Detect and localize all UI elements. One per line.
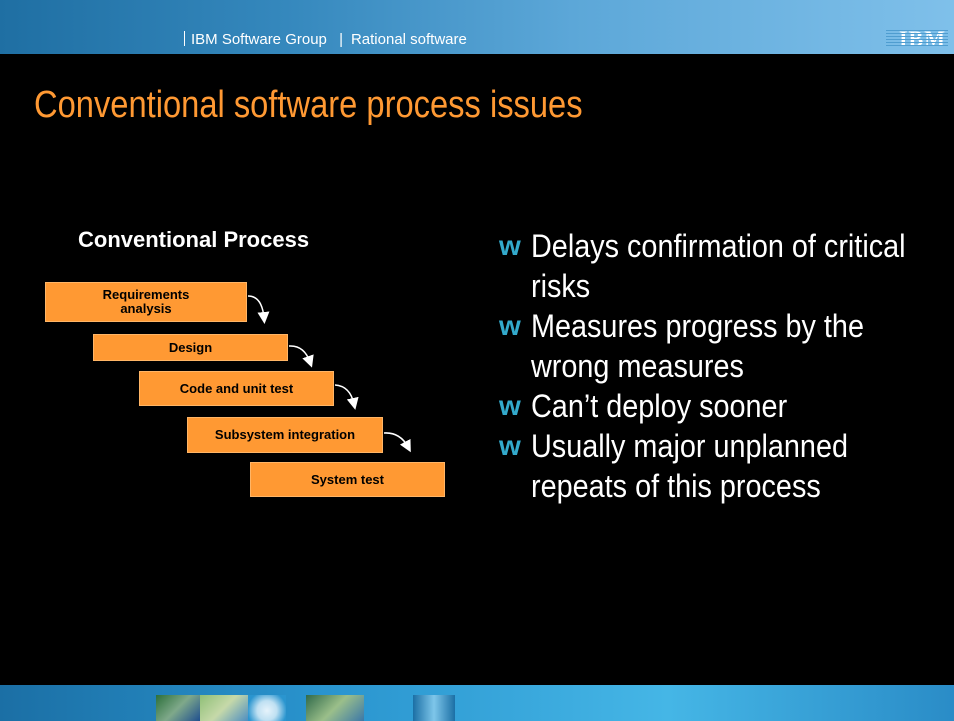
flow-arrow-3 <box>334 384 359 410</box>
bullet-text: Measures progress by the wrong measures <box>531 308 864 384</box>
step-subsystem-integration: Subsystem integration <box>187 417 383 453</box>
header-left-separator <box>184 31 185 46</box>
diagram-title: Conventional Process <box>78 227 310 252</box>
step-label: Code and unit test <box>179 380 294 396</box>
header-text: IBM Software Group | Rational software <box>178 31 467 48</box>
footer-image-tile <box>200 695 248 721</box>
flow-arrow-4 <box>383 432 411 453</box>
slide-title: Conventional software process issues <box>34 84 583 126</box>
header-bar: IBM Software Group | Rational software IB… <box>0 0 954 54</box>
bullet-text: Can’t deploy sooner <box>531 388 788 424</box>
footer-image-tile <box>413 695 455 721</box>
footer-image-tile <box>248 695 286 721</box>
flow-arrow-2 <box>288 345 314 368</box>
bullet-marker: w <box>499 430 521 461</box>
step-design: Design <box>93 334 288 361</box>
bullet-item: w Can’t deploy sooner <box>499 386 939 426</box>
bullet-item: w Delays confirmation of critical risks <box>499 226 939 306</box>
footer-image-tile <box>156 695 200 721</box>
bullet-list: w Delays confirmation of critical risks … <box>499 226 939 506</box>
bullet-marker: w <box>499 310 521 341</box>
bullet-item: w Usually major unplanned repeats of thi… <box>499 426 939 506</box>
header-separator: | <box>339 31 343 48</box>
step-code-and-unit-test: Code and unit test <box>139 371 334 406</box>
step-system-test: System test <box>250 462 445 497</box>
step-label: Subsystem integration <box>214 427 356 442</box>
step-label: System test <box>311 471 384 487</box>
step-label: Design <box>168 339 213 355</box>
bullet-marker: w <box>499 390 521 421</box>
step-label: Requirements analysis <box>102 287 190 316</box>
ibm-logo: IBM <box>899 26 946 51</box>
header-product: Rational software <box>350 31 467 48</box>
bullet-item: w Measures progress by the wrong measure… <box>499 306 939 386</box>
step-requirements-analysis: Requirements analysis <box>45 282 247 322</box>
bullet-text: Usually major unplanned repeats of this … <box>531 428 848 504</box>
bullet-text: Delays confirmation of critical risks <box>531 228 906 304</box>
bullet-marker: w <box>499 230 521 261</box>
header-group: IBM Software Group <box>191 31 327 48</box>
footer-bar <box>0 685 954 721</box>
footer-image-tile <box>306 695 364 721</box>
flow-arrow-1 <box>247 295 270 324</box>
